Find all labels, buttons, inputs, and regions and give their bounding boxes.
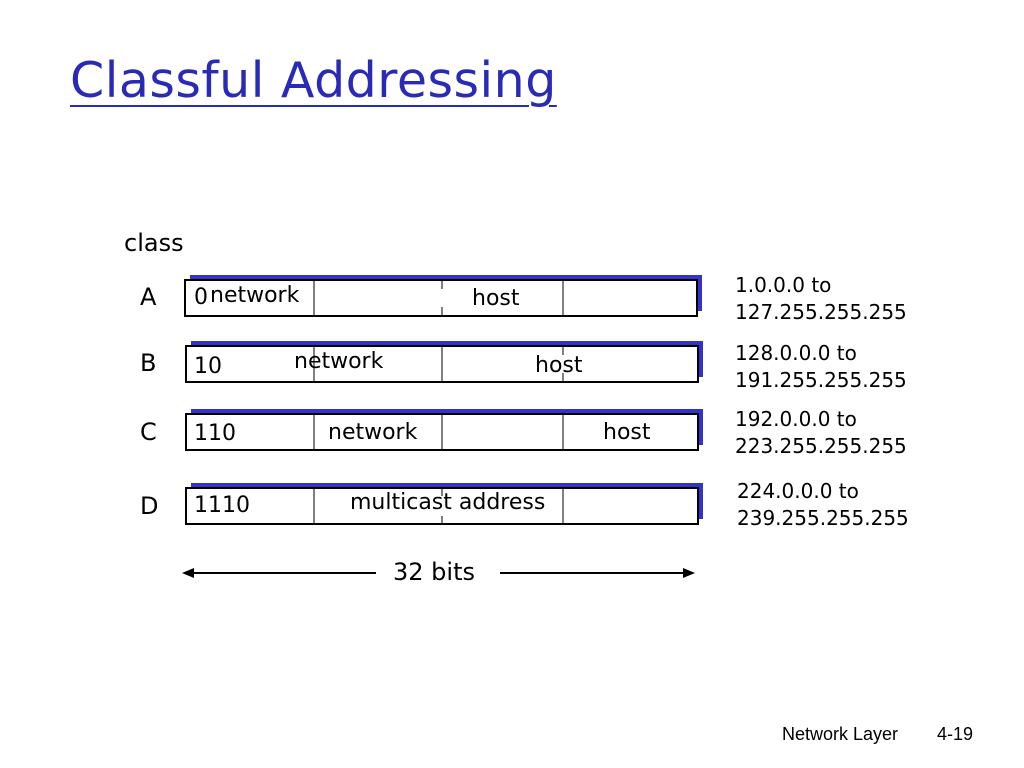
class-d-range: 224.0.0.0 to 239.255.255.255 — [737, 478, 909, 532]
class-letter-a: A — [140, 283, 157, 311]
class-c-network-field: network — [328, 420, 418, 445]
class-letter-d: D — [140, 492, 159, 520]
class-b-range: 128.0.0.0 to 191.255.255.255 — [735, 340, 907, 394]
class-a-network-field: network — [210, 283, 300, 308]
class-b-network-field: network — [294, 349, 384, 374]
class-a-prefix: 0 — [194, 285, 208, 310]
class-c-box — [185, 409, 703, 451]
class-letter-b: B — [140, 349, 157, 377]
class-c-range: 192.0.0.0 to 223.255.255.255 — [735, 406, 907, 460]
class-c-host-field: host — [603, 420, 651, 445]
slide-title: Classful Addressing — [70, 52, 557, 109]
class-d-prefix: 1110 — [194, 493, 250, 518]
class-c-prefix: 110 — [194, 421, 236, 446]
class-d-range-start: 224.0.0.0 to — [737, 479, 859, 503]
class-d-box — [185, 483, 703, 525]
class-a-range-end: 127.255.255.255 — [735, 300, 907, 324]
class-letter-c: C — [140, 418, 157, 446]
class-d-range-end: 239.255.255.255 — [737, 506, 909, 530]
class-b-range-start: 128.0.0.0 to — [735, 341, 857, 365]
class-a-range-start: 1.0.0.0 to — [735, 273, 832, 297]
class-b-host-field: host — [535, 353, 583, 378]
class-a-box — [184, 275, 702, 317]
class-a-host-field: host — [472, 286, 520, 311]
footer-section: Network Layer — [782, 724, 899, 744]
class-heading: class — [124, 229, 184, 257]
class-b-prefix: 10 — [194, 354, 222, 379]
footer-page-number: 4-19 — [937, 724, 974, 744]
class-c-range-end: 223.255.255.255 — [735, 434, 907, 458]
width-label: 32 bits — [393, 558, 475, 586]
class-c-range-start: 192.0.0.0 to — [735, 407, 857, 431]
class-a-range: 1.0.0.0 to 127.255.255.255 — [735, 272, 907, 326]
width-arrow — [182, 568, 695, 578]
class-b-range-end: 191.255.255.255 — [735, 368, 907, 392]
class-d-multicast-field: multicast address — [350, 490, 546, 515]
class-b-box — [185, 341, 703, 383]
